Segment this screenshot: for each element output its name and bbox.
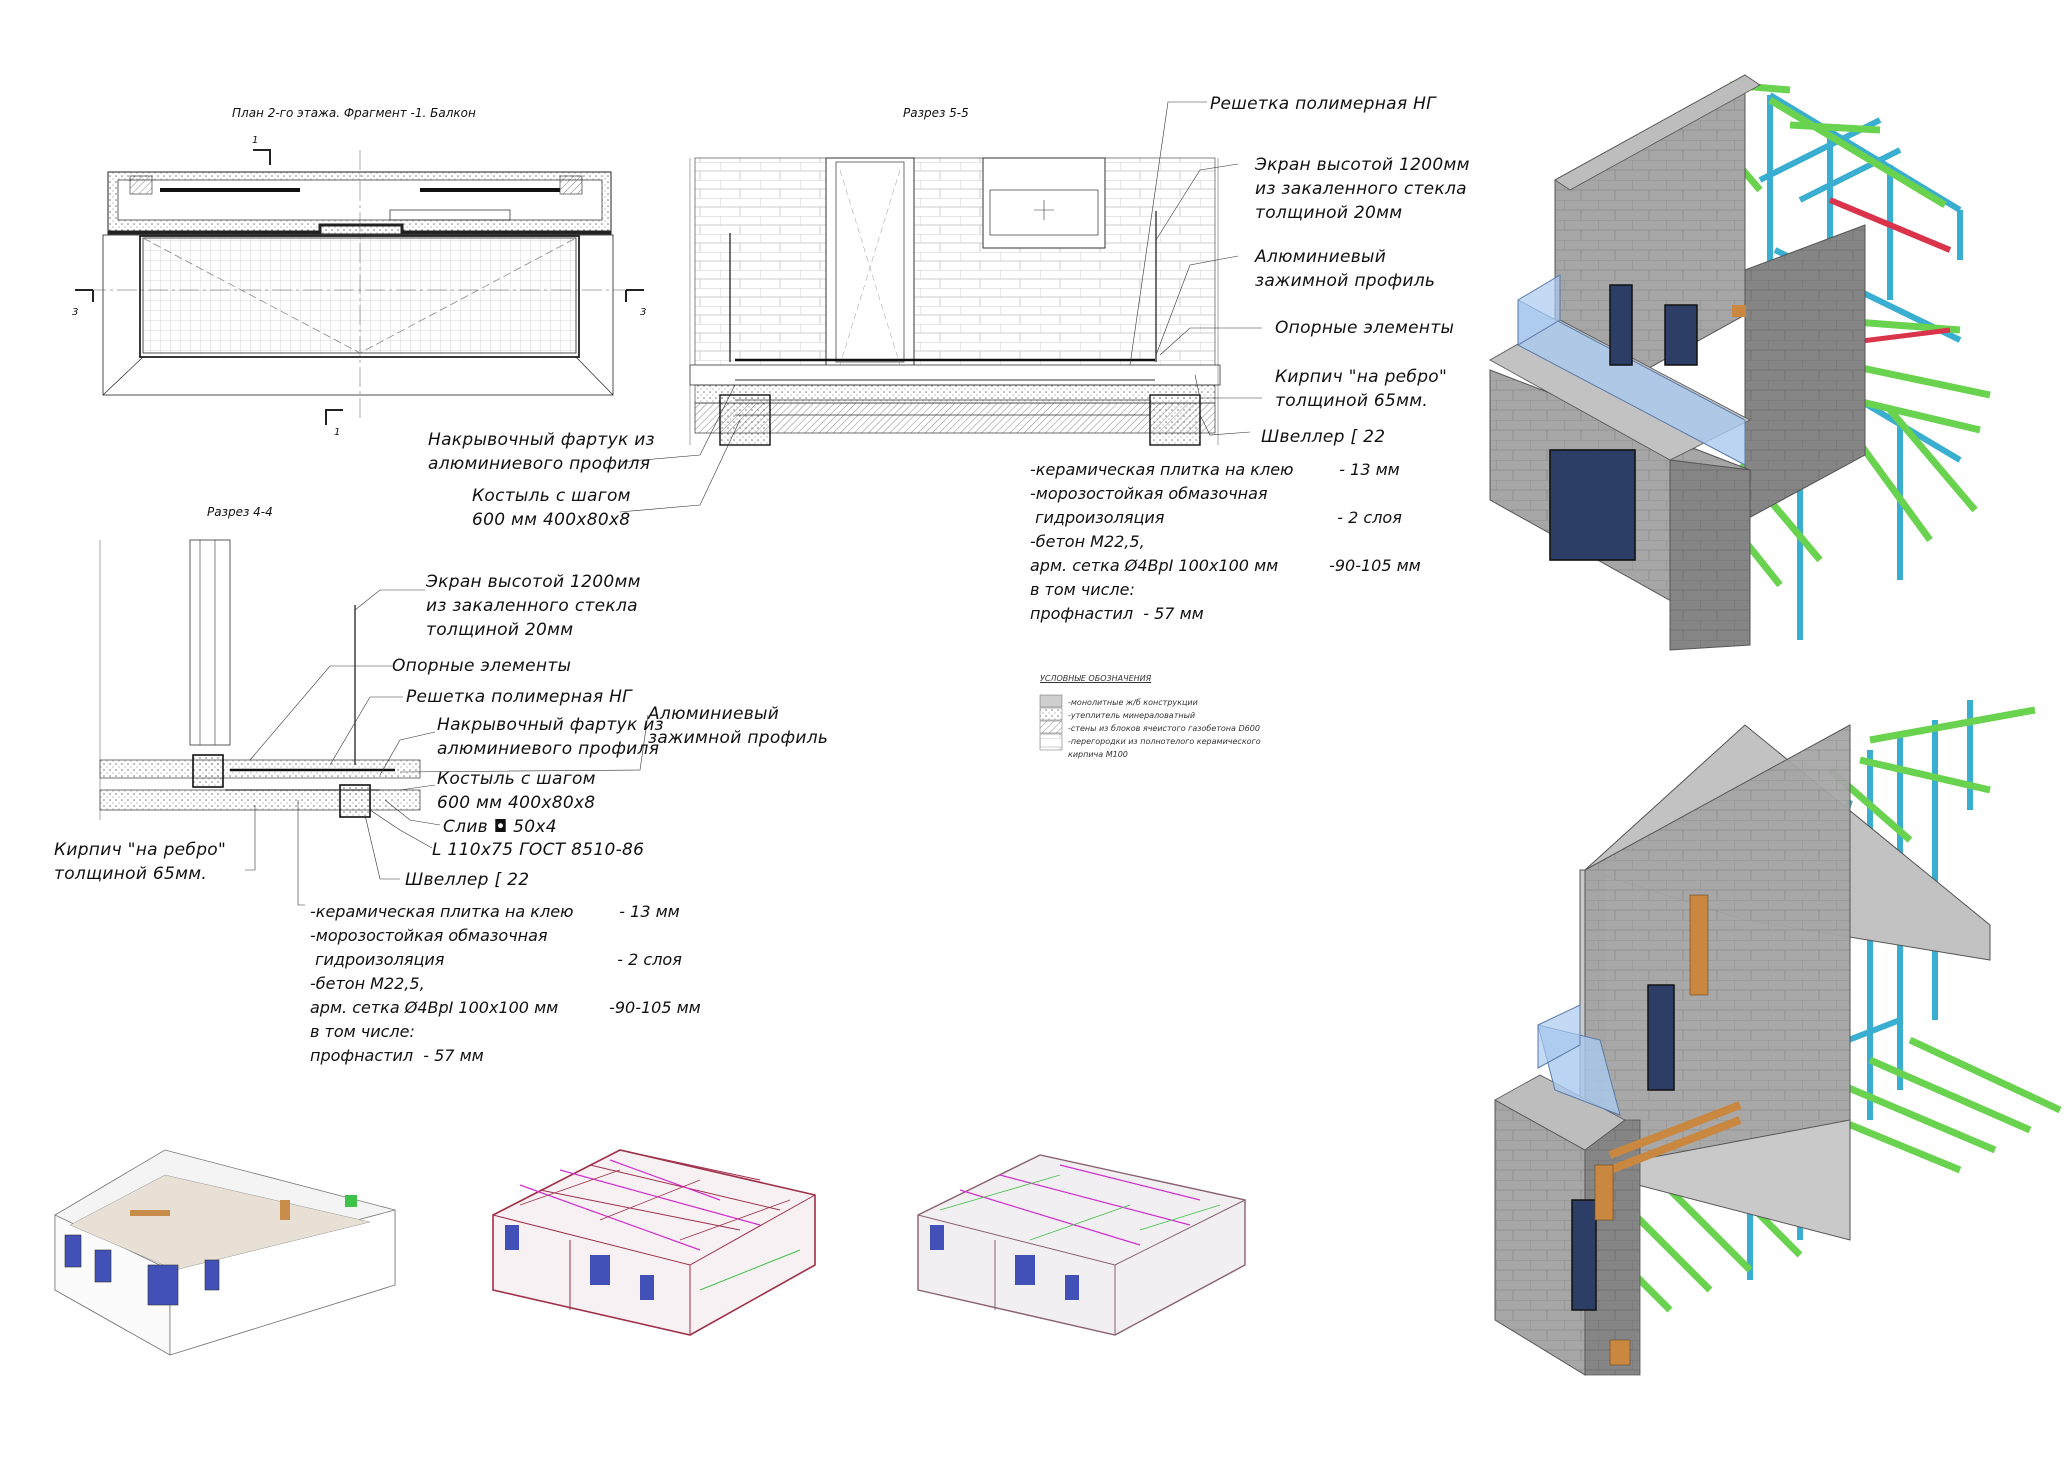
section55-screen-label: Экран высотой 1200мм из закаленного стек…	[1255, 155, 1470, 223]
section44-supports-label: Опорные элементы	[392, 656, 572, 676]
section44-angle-label: L 110х75 ГОСТ 8510-86	[432, 840, 645, 860]
axo-balcony-bottom	[1494, 700, 2062, 1376]
section44-brick-label: Кирпич "на ребро" толщиной 65мм.	[54, 840, 227, 884]
section44-drain-label: Слив ◘ 50х4	[443, 817, 557, 837]
legend-item-1: -монолитные ж/б конструкции	[1068, 698, 1198, 707]
section55-brick-label: Кирпич "на ребро" толщиной 65мм.	[1275, 367, 1448, 411]
section44-grate-label: Решетка полимерная НГ	[406, 687, 632, 707]
cut-1-bottom-mark: 1	[334, 427, 341, 438]
section44-crutch-label: Костыль с шагом 600 мм 400х80х8	[437, 769, 596, 813]
balcony-plan	[75, 149, 644, 425]
axo-balcony-top	[1489, 74, 1991, 651]
axo-module-3	[917, 1154, 1246, 1336]
section44-channel-label: Швеллер [ 22	[405, 870, 530, 890]
section44-flashing-label: Накрывочный фартук из алюминиевого профи…	[437, 715, 664, 759]
legend-title: УСЛОВНЫЕ ОБОЗНАЧЕНИЯ	[1040, 674, 1152, 683]
axo-module-1	[54, 1149, 396, 1356]
section44-screen-label: Экран высотой 1200мм из закаленного стек…	[426, 572, 641, 640]
section55-profile-label: Алюминиевый зажимной профиль	[1255, 247, 1436, 291]
cut-1-top-mark: 1	[252, 135, 259, 146]
legend-item-2: -утеплитель минераловатный	[1068, 711, 1196, 720]
legend-item-4: -перегородки из полнотелого керамическог…	[1068, 737, 1261, 746]
section55-crutch-label: Костыль с шагом 600 мм 400х80х8	[472, 486, 631, 530]
plan-title: План 2-го этажа. Фрагмент -1. Балкон	[232, 106, 476, 120]
spec-layers-right: -керамическая плитка на клею - 13 мм -мо…	[1030, 460, 1421, 623]
section-5-5-title: Разрез 5-5	[903, 106, 969, 120]
legend-item-3: -стены из блоков ячеистого газобетона D6…	[1068, 724, 1260, 733]
section-4-4-title: Разрез 4-4	[207, 505, 273, 519]
cut-3-left-mark: 3	[72, 307, 79, 318]
section55-channel-label: Швеллер [ 22	[1261, 427, 1386, 447]
section55-grate-label: Решетка полимерная НГ	[1210, 94, 1436, 114]
section55-supports-label: Опорные элементы	[1275, 318, 1455, 338]
cut-3-right-mark: 3	[640, 307, 647, 318]
section44-profile-label: Алюминиевый зажимной профиль	[648, 704, 829, 748]
spec-layers-left: -керамическая плитка на клею - 13 мм -мо…	[310, 902, 701, 1065]
legend-item-5: кирпича М100	[1068, 750, 1128, 759]
axo-module-2	[492, 1149, 816, 1336]
section55-flashing-label: Накрывочный фартук из алюминиевого профи…	[428, 430, 655, 474]
